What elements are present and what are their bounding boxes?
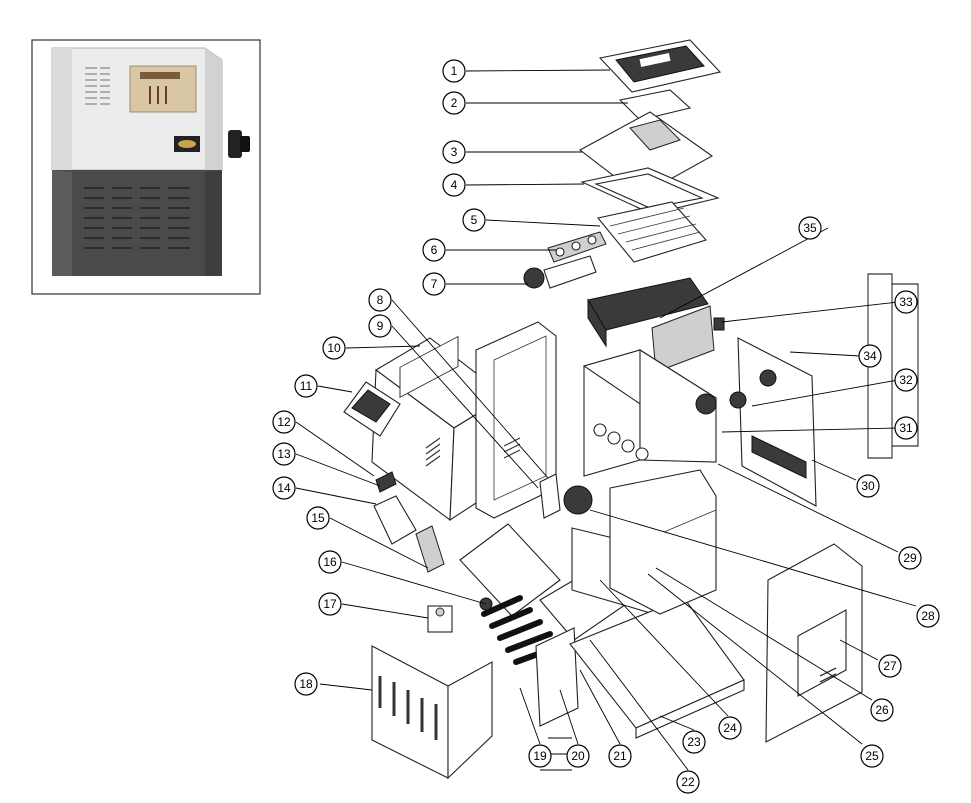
callout-25: 25 xyxy=(860,744,884,768)
svg-text:12: 12 xyxy=(277,415,291,429)
svg-text:32: 32 xyxy=(899,373,913,387)
svg-text:16: 16 xyxy=(323,555,337,569)
svg-text:1: 1 xyxy=(451,64,458,78)
svg-text:13: 13 xyxy=(277,447,291,461)
svg-text:3: 3 xyxy=(451,145,458,159)
svg-text:27: 27 xyxy=(883,659,897,673)
svg-text:26: 26 xyxy=(875,703,889,717)
part-2-gasket xyxy=(618,89,692,121)
svg-text:22: 22 xyxy=(681,775,695,789)
svg-text:20: 20 xyxy=(571,749,585,763)
callout-2: 2 xyxy=(442,91,466,115)
part-5-baffles xyxy=(597,201,707,263)
callout-28: 28 xyxy=(916,604,940,628)
callout-5: 5 xyxy=(462,208,486,232)
part-1-top-cover xyxy=(598,39,722,93)
callout-18: 18 xyxy=(294,672,318,696)
svg-text:24: 24 xyxy=(723,721,737,735)
svg-text:23: 23 xyxy=(687,735,701,749)
part-23-base-pan xyxy=(569,597,745,739)
callout-17: 17 xyxy=(318,592,342,616)
svg-text:30: 30 xyxy=(861,479,875,493)
svg-text:19: 19 xyxy=(533,749,547,763)
callout-31: 31 xyxy=(894,416,918,440)
svg-text:4: 4 xyxy=(451,178,458,192)
part-35-heat-exchanger xyxy=(587,277,715,373)
svg-text:31: 31 xyxy=(899,421,913,435)
part-27-right-cabinet xyxy=(765,543,863,743)
part-combustion-chamber xyxy=(582,349,718,477)
svg-text:9: 9 xyxy=(377,319,384,333)
part-6-header xyxy=(547,231,607,263)
callout-23: 23 xyxy=(682,730,706,754)
part-21-manifold xyxy=(535,627,579,727)
callout-24: 24 xyxy=(718,716,742,740)
part-24-jacket-frame xyxy=(609,469,717,615)
svg-text:5: 5 xyxy=(471,213,478,227)
part-14-ignition-module xyxy=(373,495,445,573)
svg-text:2: 2 xyxy=(451,96,458,110)
svg-text:18: 18 xyxy=(299,677,313,691)
callout-15: 15 xyxy=(306,506,330,530)
part-17-gas-valve xyxy=(427,605,453,633)
callout-3: 3 xyxy=(442,140,466,164)
svg-text:11: 11 xyxy=(300,379,313,393)
callout-12: 12 xyxy=(272,410,296,434)
product-photo-inset xyxy=(31,39,261,295)
callouts: 1 2 3 4 5 6 7 8 9 10 11 12 13 14 15 16 1… xyxy=(272,59,940,794)
part-7-header-assembly xyxy=(523,255,597,289)
svg-text:15: 15 xyxy=(311,511,325,525)
callout-8: 8 xyxy=(368,288,392,312)
svg-text:10: 10 xyxy=(327,341,341,355)
svg-text:33: 33 xyxy=(899,295,913,309)
callout-4: 4 xyxy=(442,173,466,197)
svg-text:7: 7 xyxy=(431,277,438,291)
svg-text:29: 29 xyxy=(903,551,917,565)
svg-text:28: 28 xyxy=(921,609,935,623)
callout-33: 33 xyxy=(894,290,918,314)
callout-30: 30 xyxy=(856,474,880,498)
svg-text:17: 17 xyxy=(323,597,337,611)
callout-29: 29 xyxy=(898,546,922,570)
callout-16: 16 xyxy=(318,550,342,574)
callout-20: 20 xyxy=(566,744,590,768)
svg-text:34: 34 xyxy=(863,349,877,363)
callout-6: 6 xyxy=(422,238,446,262)
svg-text:14: 14 xyxy=(277,481,291,495)
callout-34: 34 xyxy=(858,344,882,368)
svg-text:8: 8 xyxy=(377,293,384,307)
part-28-blower xyxy=(539,473,593,519)
callout-13: 13 xyxy=(272,442,296,466)
svg-text:21: 21 xyxy=(613,749,627,763)
callout-22: 22 xyxy=(676,770,700,794)
svg-text:6: 6 xyxy=(431,243,438,257)
part-30-side-panel xyxy=(695,317,817,507)
callout-10: 10 xyxy=(322,336,346,360)
exploded-parts xyxy=(343,39,919,780)
callout-26: 26 xyxy=(870,698,894,722)
callout-14: 14 xyxy=(272,476,296,500)
leader-lines xyxy=(295,69,917,771)
callout-19: 19 xyxy=(528,744,552,768)
callout-35: 35 xyxy=(798,216,822,240)
svg-text:25: 25 xyxy=(865,749,879,763)
part-18-front-panel xyxy=(371,645,493,780)
callout-21: 21 xyxy=(608,744,632,768)
callout-7: 7 xyxy=(422,272,446,296)
callout-9: 9 xyxy=(368,314,392,338)
part-13-control-board xyxy=(375,471,397,493)
callout-27: 27 xyxy=(878,654,902,678)
callout-1: 1 xyxy=(442,59,466,83)
callout-32: 32 xyxy=(894,368,918,392)
svg-text:35: 35 xyxy=(803,221,817,235)
part-11-control-panel xyxy=(343,381,401,437)
callout-11: 11 xyxy=(294,374,318,398)
